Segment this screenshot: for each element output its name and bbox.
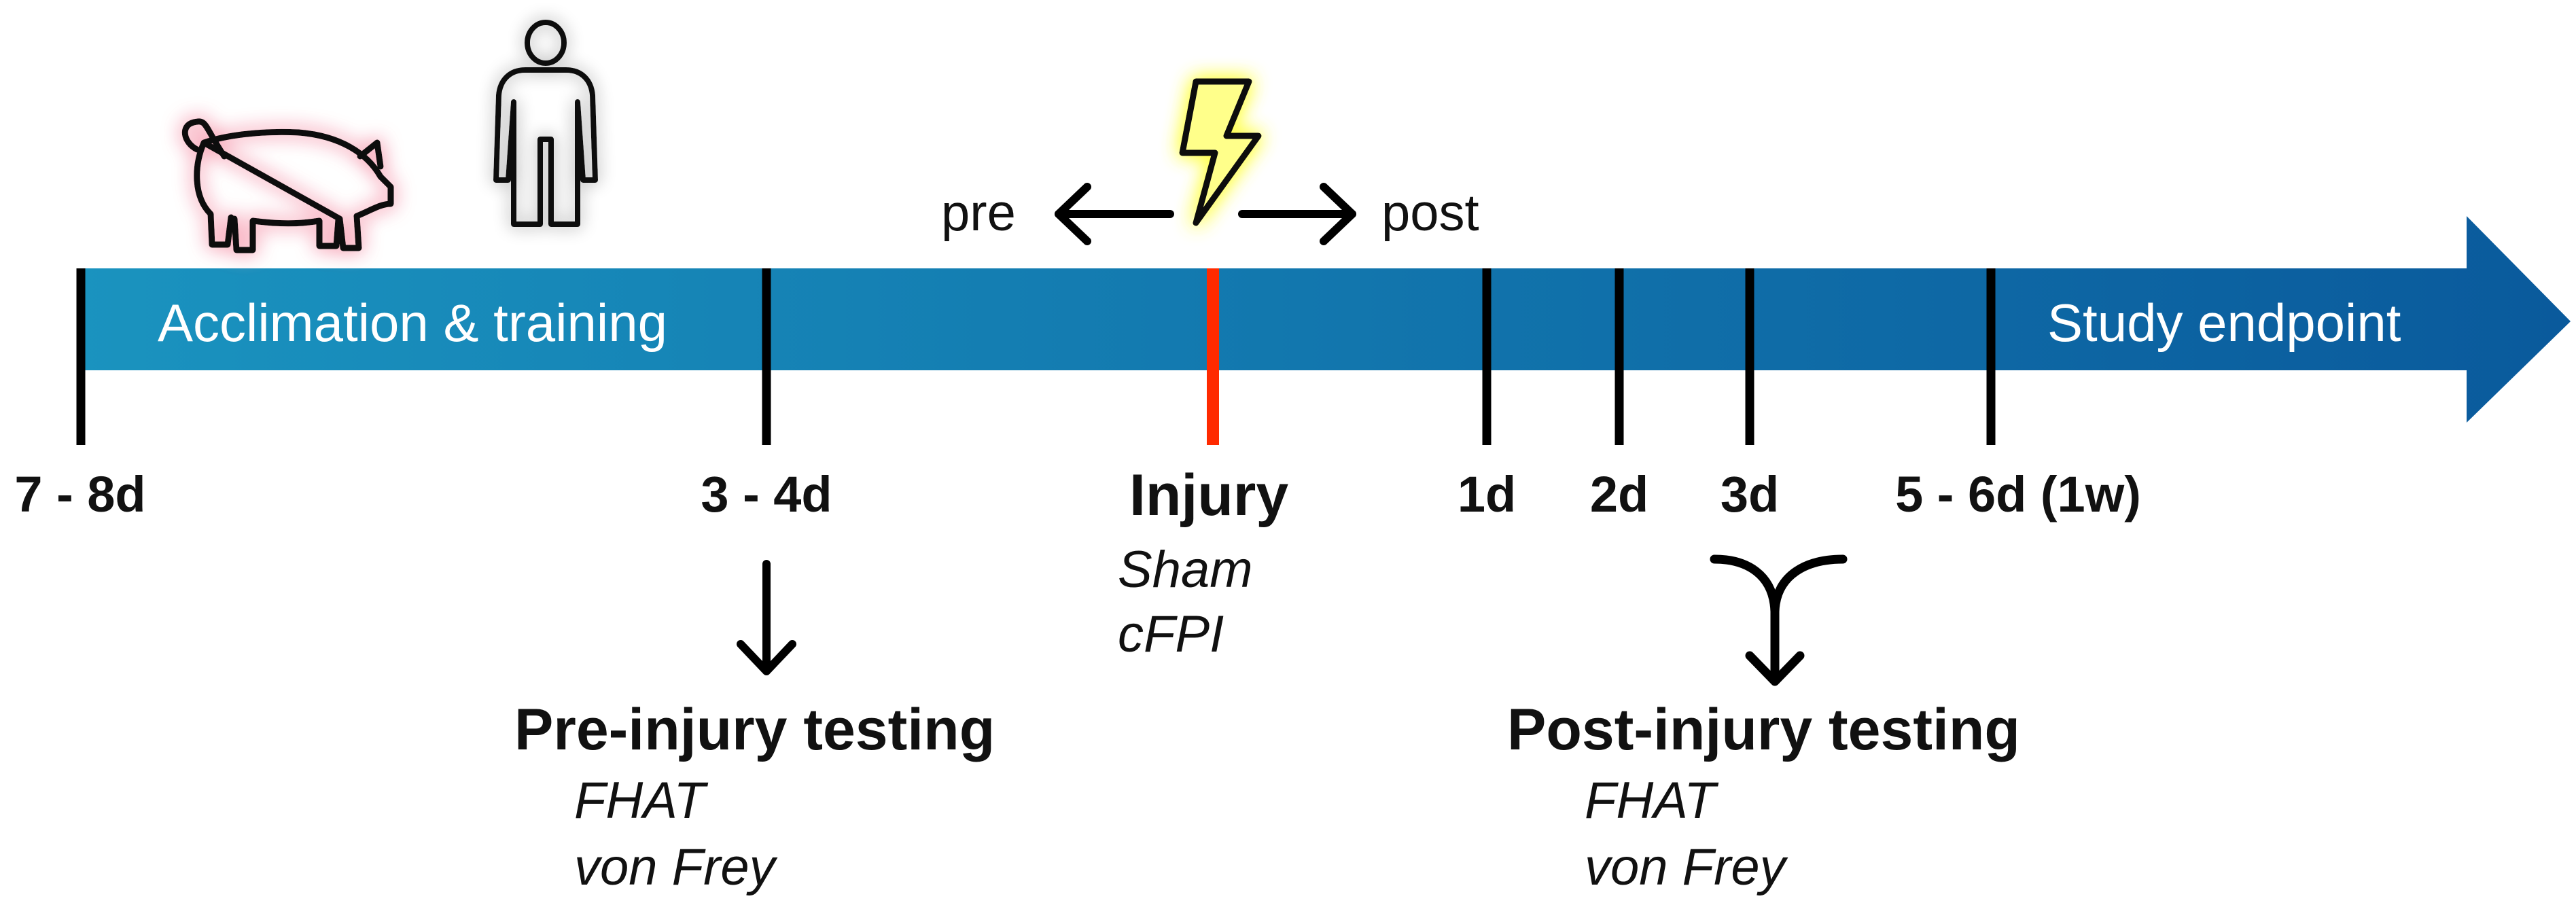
pre-testing-down-arrow-icon: [737, 560, 796, 675]
tick-label-3-4d: 3 - 4d: [701, 466, 832, 522]
lightning-bolt-icon: [1179, 78, 1262, 226]
tick-label-3d: 3d: [1720, 466, 1780, 522]
post-testing-merge-arrow-icon: [1710, 554, 1848, 686]
post-injury-testing-title: Post-injury testing: [1507, 697, 2020, 762]
pre-injury-testing-title: Pre-injury testing: [514, 697, 995, 762]
post-label: post: [1381, 184, 1479, 242]
tick-label-7-8d: 7 - 8d: [14, 466, 146, 522]
injury-condition-sham: Sham: [1118, 541, 1253, 599]
injury-condition-cfpi: cFPI: [1118, 605, 1224, 663]
pre-arrow-icon: [1055, 183, 1174, 245]
pre-testing-item-von-frey: von Frey: [574, 838, 775, 896]
post-arrow-icon: [1238, 183, 1356, 245]
timeline-band: [78, 216, 2571, 423]
injury-label: Injury: [1129, 463, 1289, 528]
pre-testing-item-fhat: FHAT: [574, 772, 705, 830]
human-figure-icon: [493, 20, 598, 227]
tick-label-2d: 2d: [1589, 466, 1649, 522]
tick-label-5-6d: 5 - 6d (1w): [1895, 466, 2141, 522]
phase-label-study-endpoint: Study endpoint: [2047, 293, 2401, 353]
post-testing-item-von-frey: von Frey: [1585, 838, 1786, 896]
tick-label-1d: 1d: [1457, 466, 1517, 522]
pig-icon: [181, 118, 394, 253]
phase-label-acclimation: Acclimation & training: [158, 293, 667, 353]
post-testing-item-fhat: FHAT: [1585, 772, 1716, 830]
pre-label: pre: [941, 184, 1016, 242]
